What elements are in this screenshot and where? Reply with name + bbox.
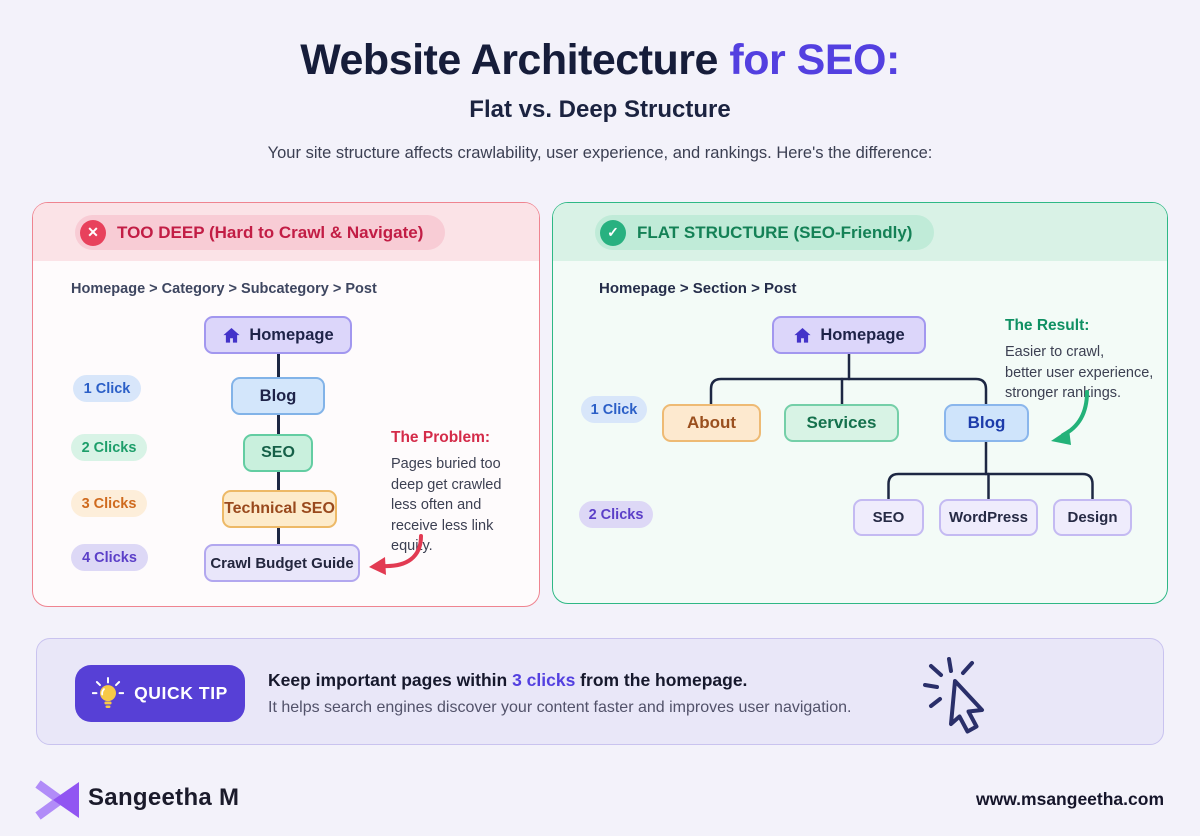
brand-name: Sangeetha M	[88, 784, 240, 811]
click-pill-label: 2 Clicks	[81, 439, 137, 456]
brand-logo-icon	[34, 777, 82, 828]
node-services: Services	[784, 404, 899, 442]
click-depth-pill-1-flat: 1 Click	[581, 396, 647, 423]
node-seo-flat: SEO	[853, 499, 924, 536]
check-glyph: ✓	[607, 224, 619, 240]
node-homepage-flat: Homepage	[772, 316, 926, 354]
problem-note: The Problem: Pages buried too deep get c…	[391, 427, 523, 557]
quick-tip-panel: QUICK TIP Keep important pages within 3 …	[36, 638, 1164, 745]
quick-tip-badge-label: QUICK TIP	[134, 683, 228, 703]
node-technical-seo: Technical SEO	[222, 490, 337, 528]
flat-panel-badge: ✓ FLAT STRUCTURE (SEO-Friendly)	[595, 215, 935, 250]
deep-breadcrumb: Homepage > Category > Subcategory > Post	[71, 281, 377, 297]
result-line: better user experience,	[1005, 364, 1154, 381]
result-title: The Result:	[1005, 317, 1090, 334]
x-glyph: ✕	[87, 224, 99, 240]
node-label: SEO	[872, 509, 905, 526]
click-pill-label: 1 Click	[83, 380, 131, 397]
page-description: Your site structure affects crawlability…	[267, 144, 933, 162]
click-pill-label: 3 Clicks	[81, 495, 137, 512]
node-homepage-deep: Homepage	[204, 316, 352, 354]
node-label: Design	[1067, 509, 1118, 526]
click-depth-pill-1: 1 Click	[73, 375, 141, 402]
deep-panel-header-band: ✕ TOO DEEP (Hard to Crawl & Navigate)	[33, 203, 539, 261]
flat-breadcrumb: Homepage > Section > Post	[599, 280, 797, 297]
result-note: The Result: Easier to crawl, better user…	[1005, 315, 1165, 404]
tip-text: Keep important pages within	[268, 670, 513, 690]
flat-tree-connectors	[709, 352, 1094, 501]
click-pill-label: 2 Clicks	[588, 506, 644, 523]
click-depth-pill-3: 3 Clicks	[71, 490, 147, 517]
tip-text: from the homepage.	[575, 670, 748, 690]
node-label: About	[686, 413, 737, 432]
node-seo-deep: SEO	[243, 434, 313, 472]
page-title: Website Architecture for SEO:	[0, 36, 1200, 85]
quick-tip-line1: Keep important pages within 3 clicks fro…	[268, 670, 747, 691]
page-subtitle: Flat vs. Deep Structure	[469, 96, 731, 123]
website-url: www.msangeetha.com	[975, 789, 1164, 809]
node-about: About	[662, 404, 761, 442]
result-line: stronger rankings.	[1005, 385, 1122, 402]
cursor-click-icon	[921, 653, 999, 740]
node-label: Services	[806, 413, 877, 432]
check-circle-icon: ✓	[600, 219, 626, 246]
node-wordpress: WordPress	[939, 499, 1038, 536]
click-pill-label: 4 Clicks	[82, 549, 137, 566]
node-label: Homepage	[820, 325, 905, 344]
node-label: Technical SEO	[224, 500, 335, 517]
result-line: Easier to crawl,	[1005, 344, 1105, 360]
page-title-accent: for SEO:	[729, 36, 900, 84]
result-arrow-icon	[1051, 390, 1089, 445]
flat-badge-label: FLAT STRUCTURE (SEO-Friendly)	[637, 222, 913, 242]
click-depth-pill-4: 4 Clicks	[71, 544, 148, 571]
click-depth-pill-2-flat: 2 Clicks	[579, 501, 653, 528]
home-icon	[223, 327, 240, 343]
page-title-dark: Website Architecture	[300, 36, 730, 84]
click-pill-label: 1 Click	[590, 401, 638, 418]
deep-structure-panel: ✕ TOO DEEP (Hard to Crawl & Navigate) Ho…	[32, 202, 540, 607]
quick-tip-badge: QUICK TIP	[75, 665, 245, 722]
node-label: Blog	[967, 413, 1006, 432]
node-blog-flat: Blog	[944, 404, 1029, 442]
deep-badge-label: TOO DEEP (Hard to Crawl & Navigate)	[117, 222, 424, 242]
x-circle-icon: ✕	[80, 219, 106, 246]
problem-text: Pages buried too deep get crawled less o…	[391, 456, 502, 555]
flat-panel-header-band: ✓ FLAT STRUCTURE (SEO-Friendly)	[553, 203, 1167, 261]
lightbulb-icon	[92, 676, 125, 708]
node-crawl-budget-guide: Crawl Budget Guide	[204, 544, 360, 582]
node-label: Blog	[259, 386, 297, 405]
flat-structure-panel: ✓ FLAT STRUCTURE (SEO-Friendly) Homepage…	[552, 202, 1168, 604]
node-label: Crawl Budget Guide	[210, 554, 354, 572]
home-icon	[794, 327, 811, 343]
problem-arrow-icon	[369, 534, 423, 575]
node-label: WordPress	[949, 509, 1028, 526]
problem-title: The Problem:	[391, 429, 491, 446]
deep-panel-badge: ✕ TOO DEEP (Hard to Crawl & Navigate)	[75, 215, 446, 250]
node-blog-deep: Blog	[231, 377, 325, 415]
node-label: Homepage	[249, 325, 334, 344]
node-label: SEO	[261, 444, 295, 461]
quick-tip-line2: It helps search engines discover your co…	[268, 699, 852, 716]
click-depth-pill-2: 2 Clicks	[71, 434, 147, 461]
node-design: Design	[1053, 499, 1132, 536]
tip-highlight: 3 clicks	[512, 670, 576, 690]
